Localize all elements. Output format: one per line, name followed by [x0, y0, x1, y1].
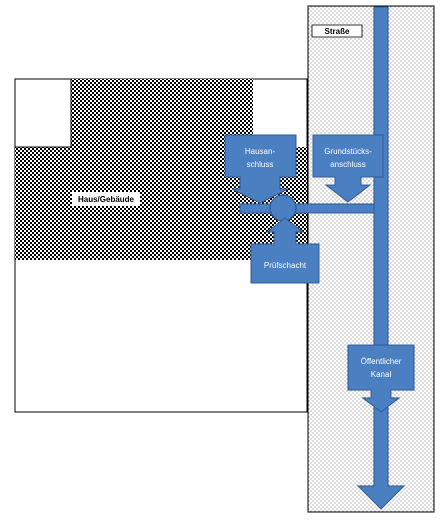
public-sewer-label-line1: Öffentlicher [361, 357, 402, 366]
street-label-box [311, 24, 363, 38]
house-label-box [72, 192, 140, 206]
public-sewer-callout [347, 344, 415, 413]
house-connection-label-line1: Hausan- [245, 147, 276, 156]
street-area [307, 5, 435, 513]
property-connection-callout [312, 134, 384, 203]
inspection-shaft-callout [250, 217, 320, 284]
connection-pipe [239, 203, 375, 214]
inspection-shaft-label: Prüfschacht [264, 261, 307, 270]
house-connection-callout [224, 134, 297, 204]
street-label: Straße [325, 27, 350, 36]
public-sewer-label-line2: Kanal [371, 370, 392, 379]
house-connection-label-line2: schluss [247, 160, 274, 169]
house-label: Haus/Gebäude [78, 195, 135, 204]
property-connection-label-line1: Grundstücks- [324, 147, 372, 156]
property-connection-label-line2: anschluss [330, 160, 366, 169]
inspection-shaft-symbol [269, 194, 297, 222]
public-sewer-pipe [356, 6, 406, 510]
